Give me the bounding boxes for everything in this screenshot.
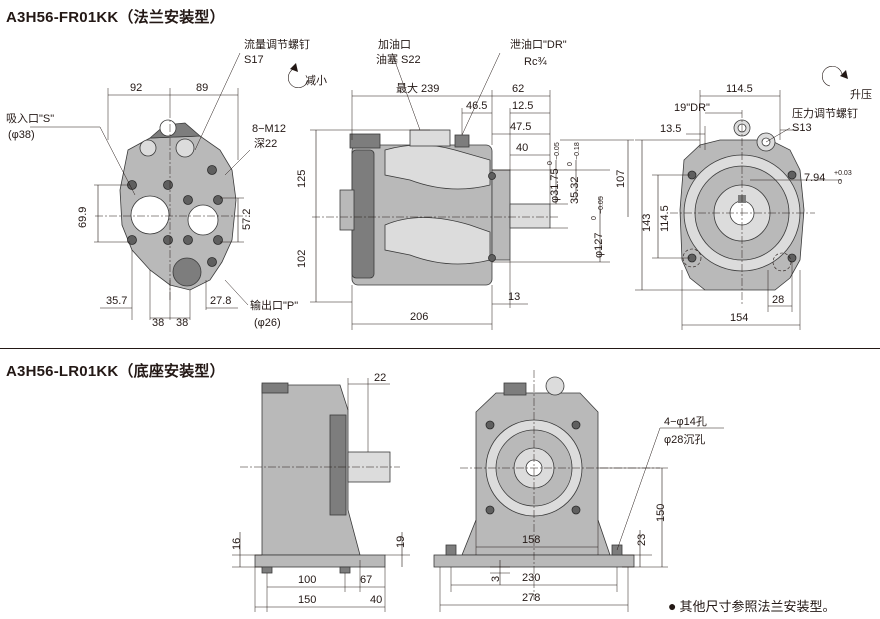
dim-278: 278: [522, 592, 540, 604]
dim-69-9: 69.9: [77, 207, 89, 228]
key-tol-upper: +0.03: [834, 170, 852, 177]
flow-adjust-size: S17: [244, 54, 264, 66]
dim-38-left: 38: [152, 317, 164, 329]
dim-230: 230: [522, 572, 540, 584]
front-view: [95, 110, 250, 300]
tol-31-75-lower: −0.05: [554, 142, 561, 160]
tol-127-lower: −0.05: [598, 196, 605, 214]
thread-label: 8−M12: [252, 123, 286, 135]
rise-rotation-arrow-icon: [821, 65, 848, 87]
suction-port-label: 吸入口"S": [6, 113, 54, 125]
front-view-dimensions: 92 89 69.9 57.2 35.7 27.8 38 38 吸入口"S" (…: [6, 37, 310, 329]
dim-28: 28: [772, 294, 784, 306]
outlet-port-diameter: (φ26): [254, 317, 281, 329]
dim-max-239: 最大 239: [396, 81, 439, 95]
dim-13-5: 13.5: [660, 123, 681, 135]
suction-port-diameter: (φ38): [8, 129, 35, 141]
dim-13: 13: [508, 291, 520, 303]
tol-35-32-upper: 0: [567, 162, 574, 166]
dim-46-5: 46.5: [466, 100, 487, 112]
dim-206: 206: [410, 311, 428, 323]
dim-125: 125: [296, 170, 308, 188]
dim-57-2: 57.2: [241, 209, 253, 230]
dim-16: 16: [231, 538, 243, 550]
footnote: ●其他尺寸参照法兰安装型。: [668, 596, 835, 615]
flow-adjust-label: 流量调节螺钉: [244, 37, 310, 51]
dim-22: 22: [374, 372, 386, 384]
dim-67: 67: [360, 574, 372, 586]
pressure-adjust-size: S13: [792, 122, 812, 134]
flange-mount-title: A3H56-FR01KK（法兰安装型）: [6, 9, 225, 26]
rise-label: 升压: [850, 88, 872, 101]
tol-127-upper: 0: [591, 216, 598, 220]
dim-158: 158: [522, 534, 540, 546]
dim-102: 102: [296, 250, 308, 268]
side-view-dimensions: 125 102 206 13 最大 239 62 46.5 12.5 47.5 …: [296, 37, 634, 330]
dr19-label: 19"DR": [674, 102, 710, 114]
dim-62: 62: [512, 83, 524, 95]
dim-114-5-horizontal: 114.5: [726, 83, 753, 95]
dim-35-32: 35.32: [569, 176, 581, 204]
rear-view-dimensions: 114.5 19"DR" 13.5 143 114.5 压力调节螺钉 S13 7…: [635, 83, 858, 330]
dim-89: 89: [196, 82, 208, 94]
tol-31-75-upper: 0: [547, 161, 554, 165]
oil-inlet-label: 加油口: [378, 37, 411, 51]
dim-phi-31-75: φ31.75: [549, 168, 561, 203]
foot-side-dimensions: 22 16 19 100 67 150 40: [231, 372, 410, 612]
foot-side-view: [240, 382, 400, 574]
dim-154: 154: [730, 312, 748, 324]
dim-150-foot-front: 150: [655, 504, 667, 522]
dim-92: 92: [130, 82, 142, 94]
dim-150-foot-side: 150: [298, 594, 316, 606]
outlet-port-label: 输出口"P": [250, 298, 298, 312]
pressure-adjust-label: 压力调节螺钉: [792, 107, 858, 120]
dim-23: 23: [636, 534, 648, 546]
dim-114-5-vertical: 114.5: [659, 205, 671, 232]
dim-38-right: 38: [176, 317, 188, 329]
foot-mount-title: A3H56-LR01KK（底座安装型）: [6, 363, 225, 380]
tol-35-32-lower: −0.18: [574, 142, 581, 160]
key-width: 7.94: [804, 172, 825, 184]
reduce-label: 减小: [305, 74, 327, 87]
foot-counterbore-label: φ28沉孔: [664, 433, 705, 446]
footnote-text: 其他尺寸参照法兰安装型。: [679, 599, 836, 614]
foot-holes-label: 4−φ14孔: [664, 415, 707, 428]
dim-47-5: 47.5: [510, 121, 531, 133]
key-tol-lower: 0: [838, 179, 842, 186]
foot-front-dimensions: 158 230 278 3 23 150 4−φ14孔 φ28沉孔: [439, 415, 724, 612]
section-divider: [0, 348, 880, 349]
dim-phi-127: φ127: [593, 233, 605, 259]
dim-19: 19: [395, 536, 407, 548]
dim-100: 100: [298, 574, 316, 586]
reduce-rotation-arrow-icon: [287, 63, 309, 89]
dim-12-5: 12.5: [512, 100, 533, 112]
dim-27-8: 27.8: [210, 295, 231, 307]
dim-3: 3: [490, 576, 502, 582]
bullet-icon: ●: [668, 598, 677, 614]
dim-107: 107: [615, 170, 627, 188]
drain-port-label: 泄油口"DR": [510, 37, 567, 51]
dim-35-7: 35.7: [106, 295, 127, 307]
rear-view: [670, 110, 815, 305]
oil-plug-label: 油塞 S22: [376, 52, 421, 66]
foot-front-view: [433, 370, 660, 600]
drain-port-size: Rc¾: [524, 56, 547, 68]
dim-40-foot: 40: [370, 594, 382, 606]
thread-depth-label: 深22: [254, 137, 277, 150]
dim-143: 143: [641, 214, 653, 232]
dim-40: 40: [516, 142, 528, 154]
